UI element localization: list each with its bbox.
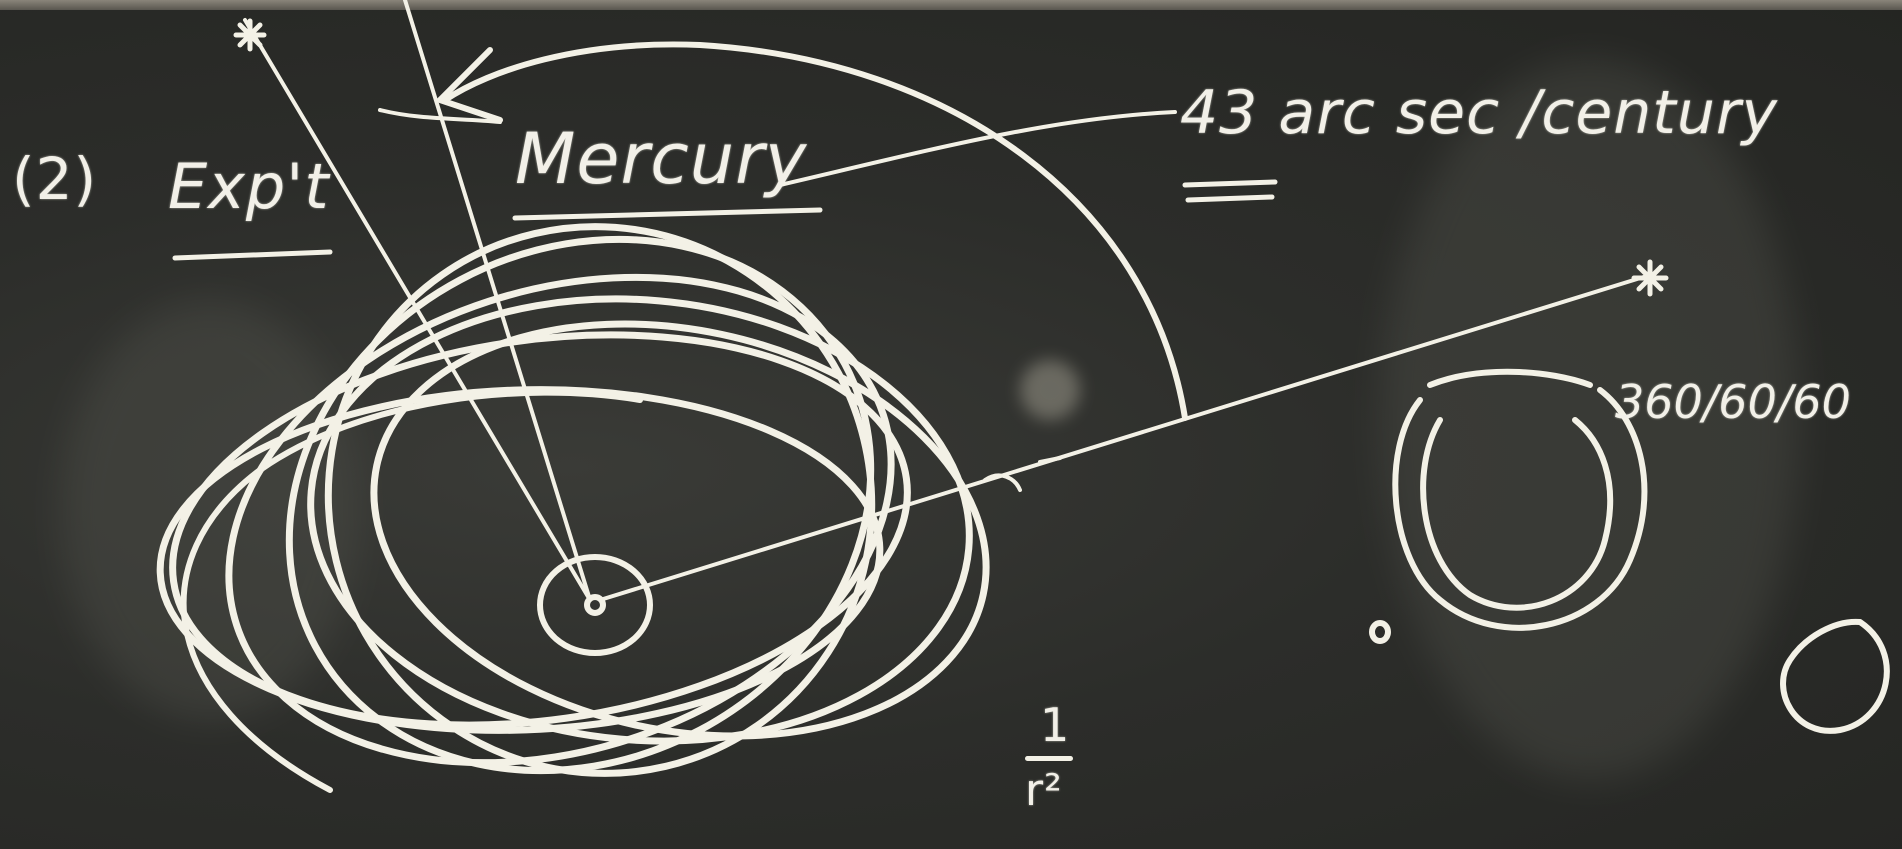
mercury-label: Mercury: [515, 118, 807, 200]
small-circle: [1372, 623, 1388, 641]
experiment-label: Exp't: [168, 150, 330, 223]
precession-rate-label: 43 arc sec /century: [1180, 78, 1778, 148]
double-underline: [1185, 182, 1275, 200]
tick-mark: [1040, 458, 1060, 462]
tick-mark: [985, 475, 1020, 490]
orbit-loop: [166, 196, 955, 844]
sun-focus: [540, 557, 650, 653]
star-markers: [236, 21, 1666, 294]
inner-orbit: [1423, 420, 1610, 608]
star-icon: [236, 21, 264, 49]
inverse-square-numerator: 1: [1040, 698, 1070, 752]
sight-line: [245, 20, 590, 600]
mercury-orbit-rosette: [147, 120, 1025, 849]
inverse-square-denominator: r²: [1025, 765, 1063, 816]
exp-underline: [175, 252, 330, 258]
fraction-bar: [1025, 756, 1073, 761]
drop-shape: [1783, 622, 1887, 731]
sun-circle: [540, 557, 650, 653]
item-number: (2): [12, 145, 97, 213]
sight-line: [600, 275, 1650, 600]
degree-conversion-label: 360/60/60: [1615, 375, 1851, 429]
mercury-underline: [515, 210, 820, 218]
orbit-cap: [1430, 372, 1590, 385]
star-icon: [1634, 262, 1666, 294]
